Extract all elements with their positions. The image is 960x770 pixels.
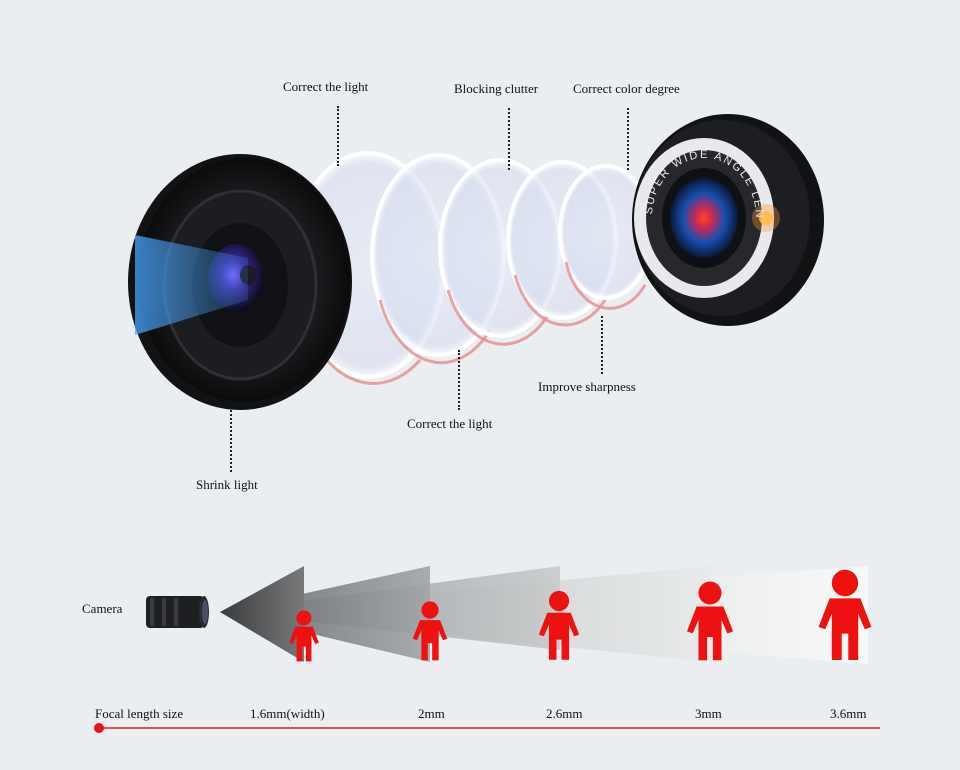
focal-size-2: 2mm [418,706,445,721]
camera-label: Camera [82,601,123,616]
person-2.6mm [538,590,580,660]
focal-size-5: 3.6mm [830,706,867,721]
label-blocking-clutter: Blocking clutter [454,81,539,96]
leader-shrink-light [230,410,232,472]
label-correct-light-bottom: Correct the light [407,416,493,431]
leader-blocking-clutter [508,108,510,170]
focal-size-1: 1.6mm(width) [250,706,325,721]
focal-size-4: 3mm [695,706,722,721]
focal-size-3: 2.6mm [546,706,583,721]
leader-correct-color [627,108,629,170]
label-correct-light-top: Correct the light [283,79,369,94]
focal-axis-label: Focal length size [95,706,184,721]
view-cone-2mm [220,566,430,662]
label-correct-color: Correct color degree [573,81,680,96]
person-1.6mm [289,610,319,662]
camera-icon [146,596,209,628]
leader-correct-light-bottom [458,350,460,410]
label-shrink-light: Shrink light [196,477,258,492]
wide-lens-left [128,154,352,410]
lens-illustration: SUPER WIDE ANGLE LENS [128,114,824,410]
leader-improve-sharpness [601,316,603,374]
label-improve-sharpness: Improve sharpness [538,379,636,394]
leader-correct-light-top [337,106,339,166]
view-cone-1.6mm [220,566,304,662]
focal-axis-dot [94,723,104,733]
